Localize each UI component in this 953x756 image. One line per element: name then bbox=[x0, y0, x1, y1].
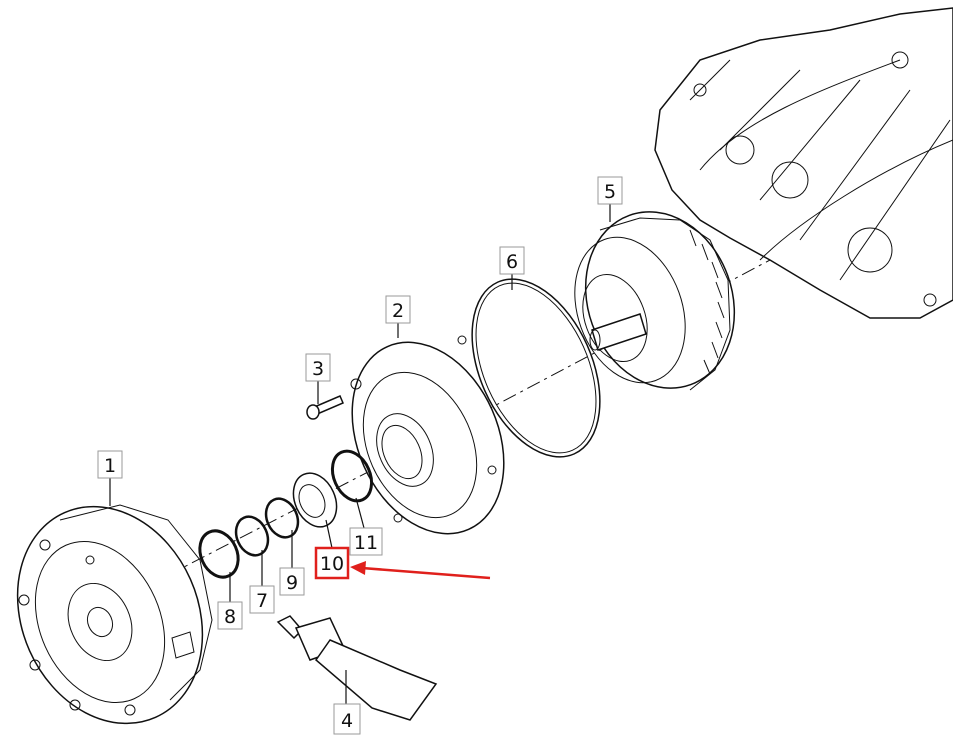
callout-6: 6 bbox=[499, 246, 525, 275]
svg-text:7: 7 bbox=[256, 590, 268, 612]
callout-3: 3 bbox=[305, 353, 331, 382]
svg-text:8: 8 bbox=[224, 606, 236, 628]
callout-9: 9 bbox=[279, 567, 305, 596]
ring-7-drawing bbox=[234, 515, 270, 557]
svg-text:5: 5 bbox=[604, 181, 616, 203]
circlip-11-drawing bbox=[330, 449, 374, 503]
svg-text:1: 1 bbox=[104, 455, 116, 477]
svg-text:11: 11 bbox=[354, 532, 378, 554]
gearbox-housing-drawing bbox=[654, 7, 953, 319]
svg-text:4: 4 bbox=[341, 710, 353, 732]
svg-text:10: 10 bbox=[320, 553, 344, 575]
callout-11: 11 bbox=[349, 527, 383, 556]
converter-drum-drawing bbox=[574, 211, 736, 391]
pump-plate-drawing bbox=[350, 335, 505, 535]
svg-text:3: 3 bbox=[312, 358, 324, 380]
flywheel-drawing bbox=[16, 504, 213, 725]
callout-8: 8 bbox=[217, 601, 243, 630]
svg-text:6: 6 bbox=[506, 251, 518, 273]
highlight-arrow bbox=[350, 561, 491, 580]
callout-1: 1 bbox=[97, 450, 123, 479]
bolt-drawing bbox=[306, 395, 344, 420]
o-ring-drawing bbox=[471, 278, 601, 458]
svg-text:9: 9 bbox=[286, 572, 298, 594]
ring-9-drawing bbox=[264, 497, 300, 539]
sealant-tube-drawing bbox=[276, 615, 438, 721]
callout-5: 5 bbox=[597, 176, 623, 205]
callout-10: 10 bbox=[314, 546, 350, 580]
bearing-drawing bbox=[292, 472, 338, 528]
callout-2: 2 bbox=[385, 295, 411, 324]
callout-4: 4 bbox=[333, 703, 361, 735]
seal-8-drawing bbox=[198, 529, 240, 579]
svg-text:2: 2 bbox=[392, 300, 404, 322]
callout-7: 7 bbox=[249, 585, 275, 614]
